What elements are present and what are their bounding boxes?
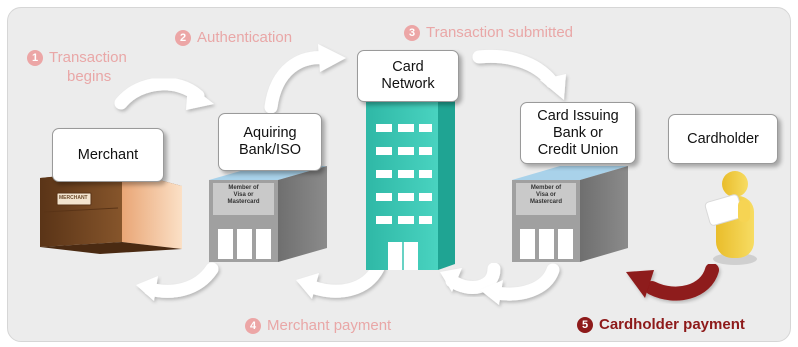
acquiring-bank-sign: Member of Visa or Mastercard	[213, 185, 274, 206]
step-4-caption: 4 Merchant payment	[245, 316, 391, 335]
issuing-bank-building	[512, 166, 628, 262]
acquiring-sign-line2: Visa or	[233, 192, 254, 198]
arrow-acquiring-to-network	[264, 44, 346, 114]
arrow-issuing-return	[480, 263, 560, 305]
issuing-bank-sign: Member of Visa or Mastercard	[516, 185, 576, 206]
issuing-sign-line2: Visa or	[536, 192, 556, 198]
step-5-text: Cardholder payment	[599, 316, 745, 333]
merchant-label: Merchant	[52, 128, 164, 182]
step-2-text: Authentication	[197, 29, 293, 46]
merchant-building	[40, 170, 182, 254]
step-1-text-line1: Transaction	[49, 49, 127, 66]
arrow-merchant-to-acquiring	[114, 77, 214, 110]
arrow-issuing-to-network	[440, 262, 501, 294]
step-3-number: 3	[404, 25, 420, 41]
acquiring-sign-line1: Member of	[228, 185, 259, 191]
step-5-caption: 5 Cardholder payment	[577, 315, 745, 334]
network-label-line2: Network	[381, 76, 435, 92]
issuing-sign-line3: Mastercard	[529, 199, 562, 205]
step-1-number: 1	[27, 50, 43, 66]
acquiring-label-line2: Bank/ISO	[238, 142, 302, 158]
acquiring-sign-line3: Mastercard	[227, 199, 260, 205]
card-network-label: Card Network	[357, 50, 459, 102]
issuing-label-line1: Card Issuing	[537, 107, 619, 124]
cardholder-label-text: Cardholder	[687, 130, 759, 147]
merchant-storefront-sign: MERCHANT	[59, 195, 88, 201]
arrow-acquiring-to-merchant	[136, 262, 219, 301]
cardholder-label: Cardholder	[668, 114, 778, 164]
step-4-number: 4	[245, 318, 261, 334]
cardholder-figure	[704, 171, 757, 265]
step-2-number: 2	[175, 30, 191, 46]
step-4-text: Merchant payment	[267, 317, 392, 334]
step-3-caption: 3 Transaction submitted	[404, 23, 573, 42]
arrow-cardholder-payment	[626, 263, 719, 301]
step-5-number: 5	[577, 317, 593, 333]
acquiring-bank-label: Aquiring Bank/ISO	[218, 113, 322, 171]
arrow-network-to-acquiring	[296, 261, 385, 299]
issuing-bank-label: Card Issuing Bank or Credit Union	[520, 102, 636, 164]
acquiring-bank-building	[209, 166, 327, 262]
network-label-line1: Card	[392, 59, 424, 75]
step-3-text: Transaction submitted	[426, 24, 574, 41]
issuing-label-line3: Credit Union	[537, 141, 619, 158]
arrow-network-to-issuing	[472, 49, 566, 100]
step-1-text-line2: begins	[67, 68, 112, 85]
step-1-caption: 1 Transaction begins	[27, 48, 127, 86]
merchant-label-text: Merchant	[77, 146, 139, 163]
card-network-building	[366, 97, 455, 270]
step-2-caption: 2 Authentication	[175, 28, 292, 47]
issuing-label-line2: Bank or	[553, 124, 603, 141]
acquiring-label-line1: Aquiring	[243, 125, 297, 141]
issuing-sign-line1: Member of	[530, 185, 562, 191]
